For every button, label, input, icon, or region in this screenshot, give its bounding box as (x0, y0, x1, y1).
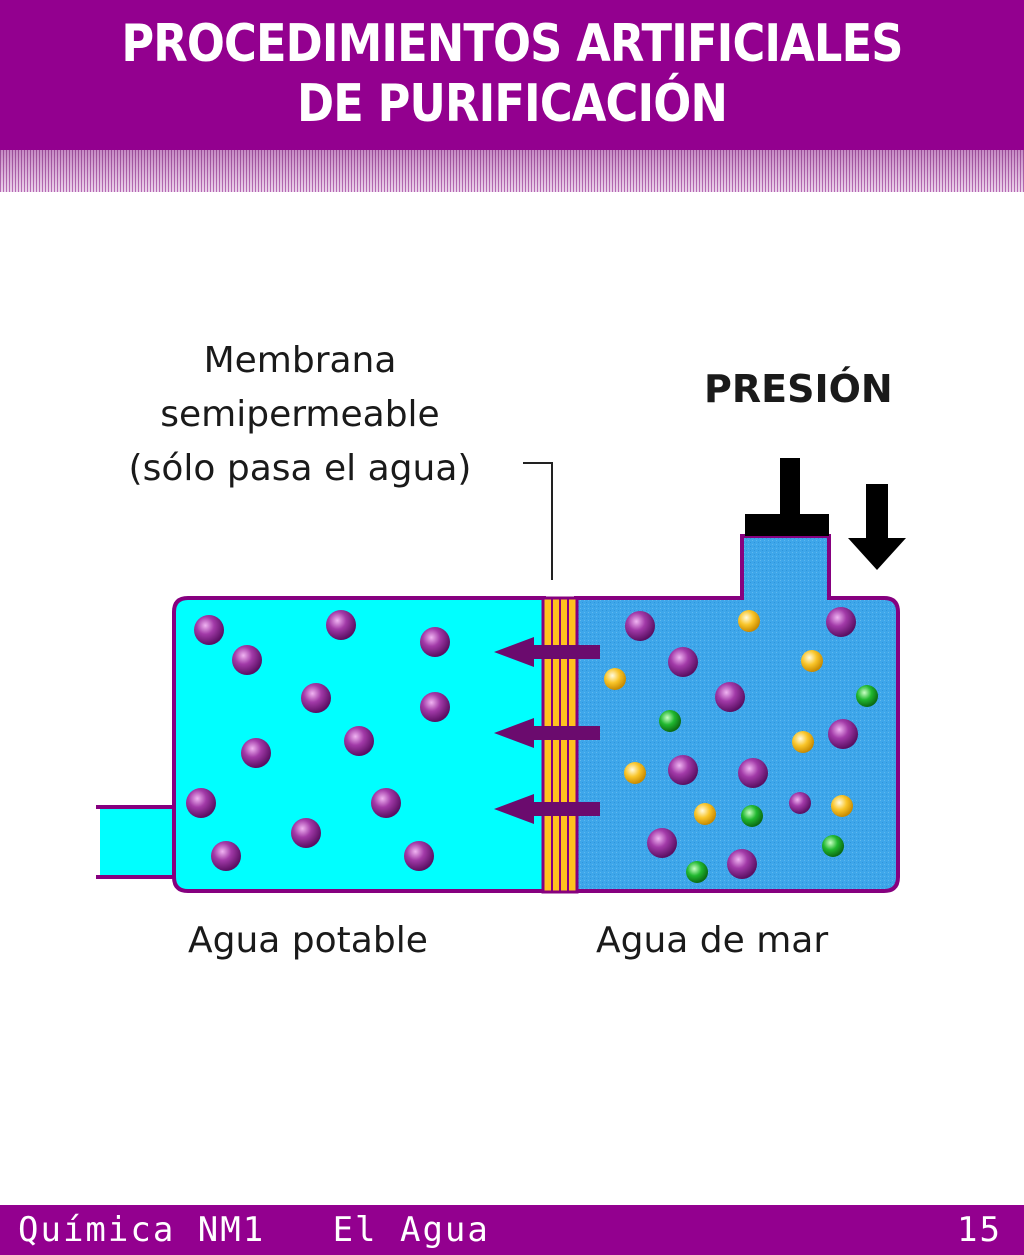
water-molecule (326, 610, 356, 640)
membrane-label-line-2: semipermeable (160, 394, 440, 435)
water-molecule (241, 738, 271, 768)
salt-ion-green (741, 805, 763, 827)
arrow-left-icon (494, 718, 600, 748)
water-molecule (789, 792, 811, 814)
salt-ion-green (659, 710, 681, 732)
salt-ion-yellow (624, 762, 646, 784)
water-molecule (625, 611, 655, 641)
header-bar: PROCEDIMIENTOS ARTIFICIALES DE PURIFICAC… (0, 0, 1024, 150)
water-molecule (301, 683, 331, 713)
water-molecule (186, 788, 216, 818)
fresh-water-molecules (186, 610, 450, 871)
pressure-label: PRESIÓN (704, 367, 893, 411)
salt-ion-green (686, 861, 708, 883)
salt-ion-yellow (738, 610, 760, 632)
salt-ion-yellow (801, 650, 823, 672)
water-molecule (211, 841, 241, 871)
water-molecule (668, 755, 698, 785)
water-molecule (194, 615, 224, 645)
salt-ion-yellow (694, 803, 716, 825)
title-line-2: DE PURIFICACIÓN (296, 74, 728, 134)
header-dither-band (0, 150, 1024, 192)
footer-bar: Química NM1 El Agua 15 (0, 1205, 1024, 1255)
water-molecule (404, 841, 434, 871)
salt-ion-yellow (792, 731, 814, 753)
page-title: PROCEDIMIENTOS ARTIFICIALES DE PURIFICAC… (72, 14, 953, 134)
reverse-osmosis-diagram: Membrana semipermeable (sólo pasa el agu… (0, 192, 1024, 1022)
footer-course: Química NM1 El Agua (18, 1210, 490, 1250)
water-molecule (232, 645, 262, 675)
water-molecule (420, 627, 450, 657)
piston-icon (745, 458, 829, 536)
membrane-leader-line (523, 462, 553, 580)
membrane-label-line-1: Membrana (203, 340, 397, 381)
osmosis-svg (96, 458, 906, 894)
membrane-label: Membrana semipermeable (sólo pasa el agu… (95, 334, 505, 496)
fresh-water-label: Agua potable (188, 920, 428, 961)
water-molecule (291, 818, 321, 848)
salt-ion-green (856, 685, 878, 707)
water-molecule (344, 726, 374, 756)
water-molecule (715, 682, 745, 712)
sea-water-particles (604, 607, 878, 883)
water-molecule (371, 788, 401, 818)
membrane-label-line-3: (sólo pasa el agua) (128, 448, 472, 489)
arrow-left-icon (494, 794, 600, 824)
arrow-down-icon (848, 484, 906, 570)
water-molecule (668, 647, 698, 677)
water-molecule (828, 719, 858, 749)
water-molecule (420, 692, 450, 722)
sea-water-chamber (574, 534, 900, 893)
flow-arrows (494, 637, 600, 824)
salt-ion-yellow (604, 668, 626, 690)
water-molecule (738, 758, 768, 788)
water-molecule (647, 828, 677, 858)
arrow-left-icon (494, 637, 600, 667)
water-molecule (826, 607, 856, 637)
sea-water-label: Agua de mar (596, 920, 829, 961)
title-line-1: PROCEDIMIENTOS ARTIFICIALES (121, 14, 903, 74)
salt-ion-green (822, 835, 844, 857)
salt-ion-yellow (831, 795, 853, 817)
semipermeable-membrane (541, 596, 579, 894)
water-molecule (727, 849, 757, 879)
page-number: 15 (957, 1210, 1002, 1250)
outlet-pipe (96, 805, 178, 879)
